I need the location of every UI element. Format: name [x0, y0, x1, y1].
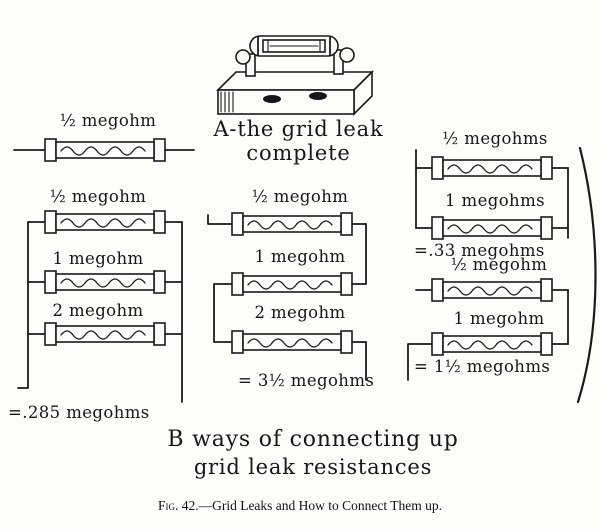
wire-bus	[17, 221, 29, 389]
left-parallel-result-label: =.285 megohms	[8, 403, 150, 422]
resistor-symbol	[431, 278, 553, 302]
resistor-symbol	[431, 156, 553, 180]
mounting-hole	[309, 92, 327, 100]
middle-series-resistor-label-1: ½ megohm	[251, 187, 349, 206]
middle-series-result-label: = 3½ megohms	[238, 371, 375, 390]
middle-series-resistor-label-3: 2 megohm	[254, 303, 346, 322]
middle-series-circuit	[207, 212, 367, 381]
left-parallel-resistor-label-1: ½ megohm	[49, 187, 147, 206]
resistor-symbol	[231, 272, 353, 296]
part-a-heading-line1: A-the grid leak	[213, 117, 384, 141]
right-parallel-resistor-label-2: 1 megohms	[445, 191, 545, 210]
resistor-symbol	[431, 216, 553, 240]
left-single-resistor-label: ½ megohm	[59, 111, 157, 130]
right-series-circuit	[407, 278, 569, 381]
part-a-heading-line2: complete	[246, 141, 351, 165]
middle-series-resistor-label-2: 1 megohm	[254, 247, 346, 266]
resistor-symbol	[44, 322, 166, 346]
base-front-face	[217, 89, 355, 115]
right-thumbscrew	[339, 47, 355, 63]
right-series-resistor-label-2: 1 megohm	[453, 309, 545, 328]
base-top-face	[216, 71, 374, 91]
left-parallel-resistor-label-2: 1 megohm	[52, 249, 144, 268]
resistor-symbol	[44, 138, 166, 162]
figure-caption-number: Fig. 42.	[157, 498, 199, 513]
left-clip-post	[245, 53, 256, 77]
right-clip-post	[333, 49, 344, 75]
right-parallel-resistor-label-1: ½ megohms	[442, 129, 548, 148]
part-b-heading-line2: grid leak resistances	[193, 455, 433, 479]
mounting-hole	[263, 95, 281, 103]
resistor-symbol	[231, 212, 353, 236]
right-parallel-circuit	[415, 149, 569, 240]
wire	[407, 343, 433, 381]
left-parallel-circuit	[17, 210, 183, 403]
right-parallel-result-label: =.33 megohms	[414, 241, 545, 260]
right-series-resistor-label-1: ½ megohm	[450, 255, 548, 274]
grid-leak-illustration	[216, 35, 374, 116]
grouping-bracket	[576, 146, 597, 404]
part-b-heading-line1: B ways of connecting up	[167, 427, 459, 452]
resistor-symbol	[431, 332, 553, 356]
resistor-symbol	[44, 210, 166, 234]
wire	[207, 214, 233, 225]
figure-caption: Fig. 42.—Grid Leaks and How to Connect T…	[0, 498, 600, 514]
left-parallel-resistor-label-3: 2 megohm	[52, 301, 144, 320]
resistor-symbol	[231, 330, 353, 354]
figure-caption-text: —Grid Leaks and How to Connect Them up.	[198, 498, 443, 513]
left-thumbscrew	[235, 49, 251, 65]
single-resistor-circuit	[13, 138, 195, 162]
right-series-result-label: = 1½ megohms	[414, 357, 551, 376]
resistor-symbol	[44, 270, 166, 294]
